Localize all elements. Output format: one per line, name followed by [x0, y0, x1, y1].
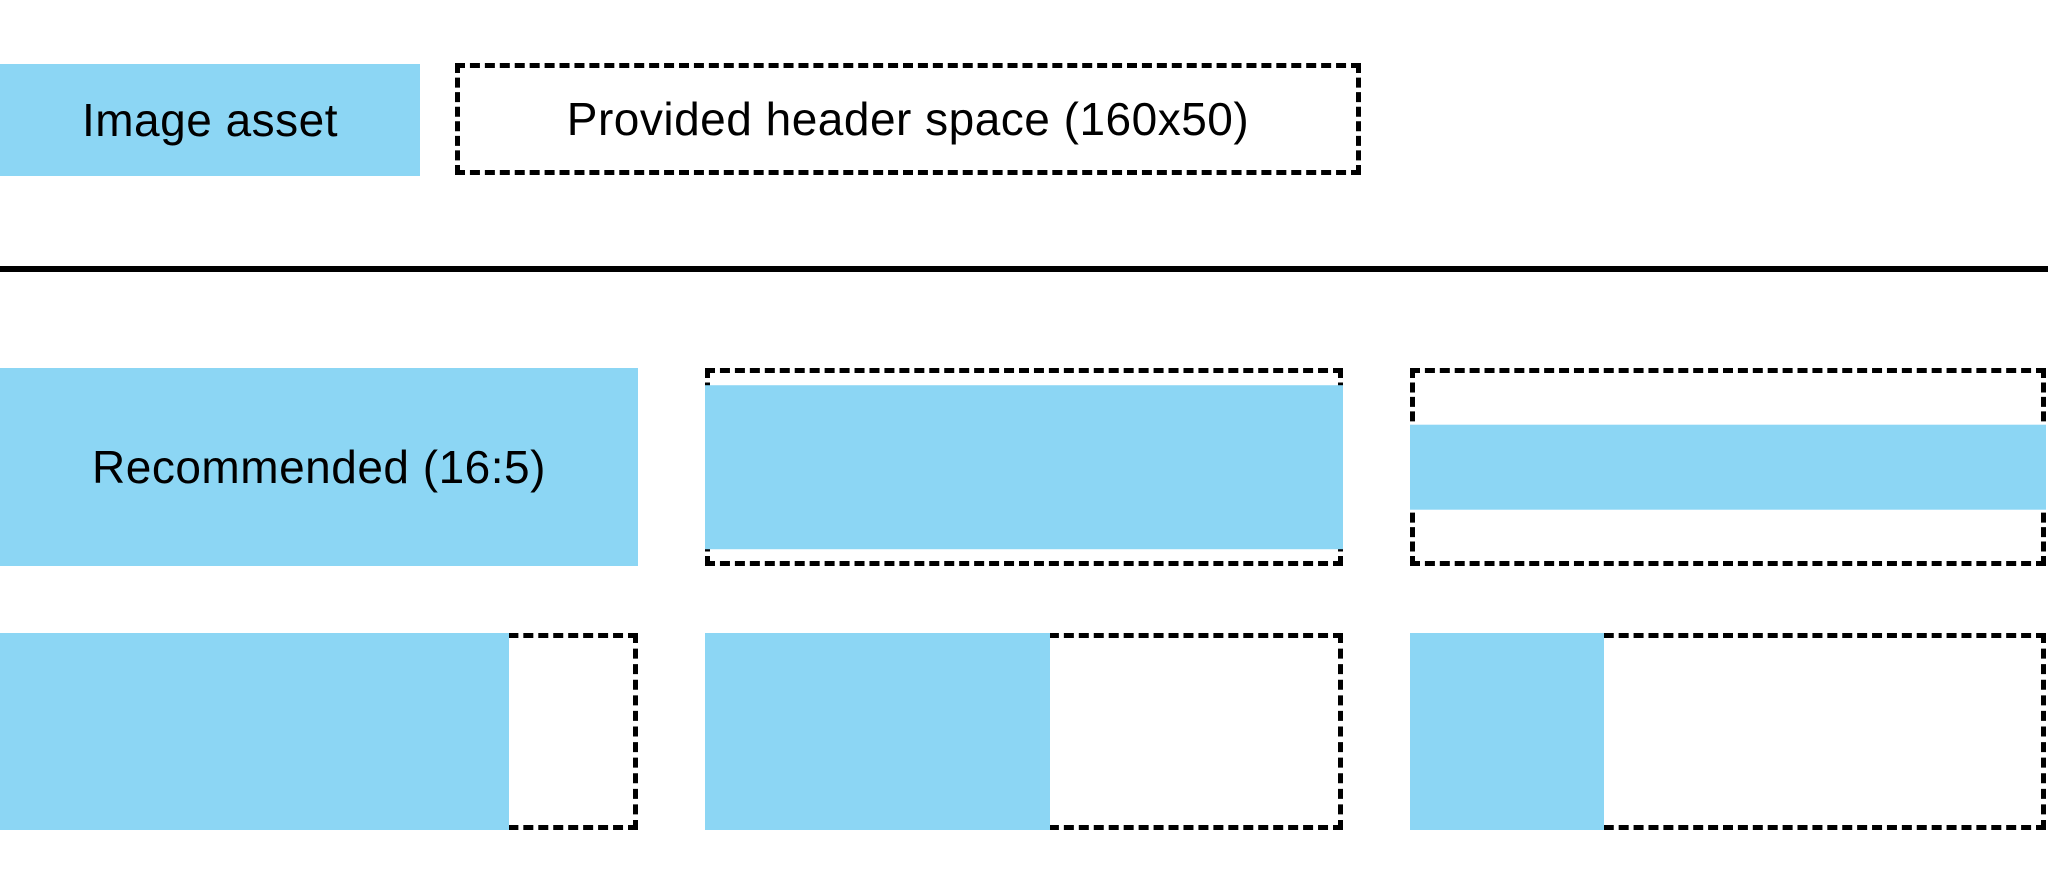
- legend-image-asset-swatch: Image asset: [0, 64, 420, 176]
- legend-header-space-box: Provided header space (160x50): [455, 63, 1361, 175]
- asset-fill: [0, 633, 509, 830]
- asset-fill: [1410, 633, 1605, 830]
- example-cell-pillarbox-small: [0, 633, 638, 830]
- asset-fill: [0, 368, 638, 566]
- asset-fill: [1410, 424, 2046, 510]
- example-cell-recommended: Recommended (16:5): [0, 368, 638, 566]
- example-cell-letterbox-small: [705, 368, 1343, 566]
- example-cell-pillarbox-large: [1410, 633, 2046, 830]
- legend-image-asset-label: Image asset: [81, 94, 339, 146]
- asset-fill: [705, 385, 1343, 549]
- recommended-label: Recommended (16:5): [92, 441, 546, 493]
- example-cell-pillarbox-medium: [705, 633, 1343, 830]
- section-divider: [0, 266, 2048, 272]
- example-cell-letterbox-large: [1410, 368, 2046, 566]
- asset-fill: [705, 633, 1051, 830]
- legend-header-space-label: Provided header space (160x50): [566, 93, 1250, 145]
